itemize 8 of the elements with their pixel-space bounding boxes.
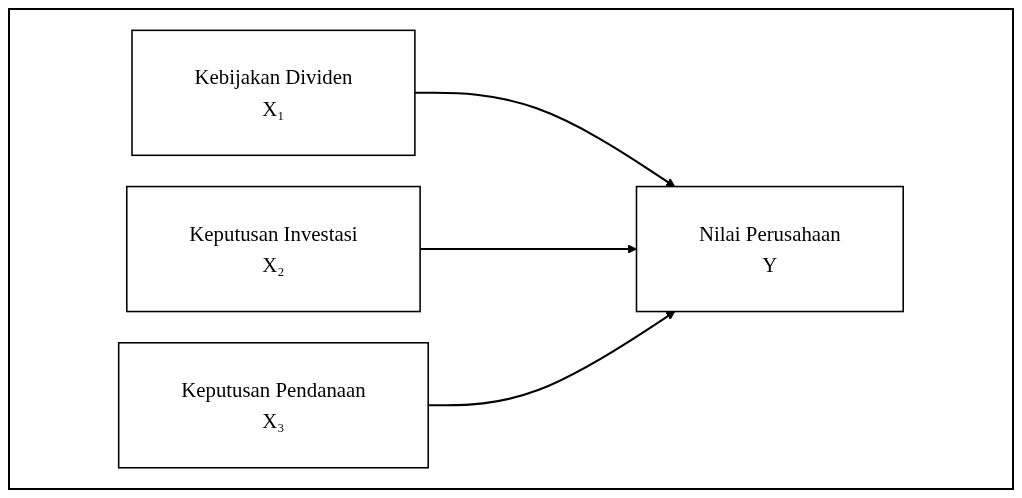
flowchart-diagram: Kebijakan Dividen X₁ Keputusan Investasi X₂ Keputusan Pendanaan X₃ Nilai Perusahaan Y	[35, 21, 987, 477]
arrow	[428, 311, 676, 407]
node-box	[635, 185, 905, 313]
arrow	[420, 244, 637, 254]
node-box	[117, 341, 429, 469]
arrow	[414, 91, 676, 187]
node-box	[131, 29, 416, 157]
node-box	[126, 185, 421, 313]
